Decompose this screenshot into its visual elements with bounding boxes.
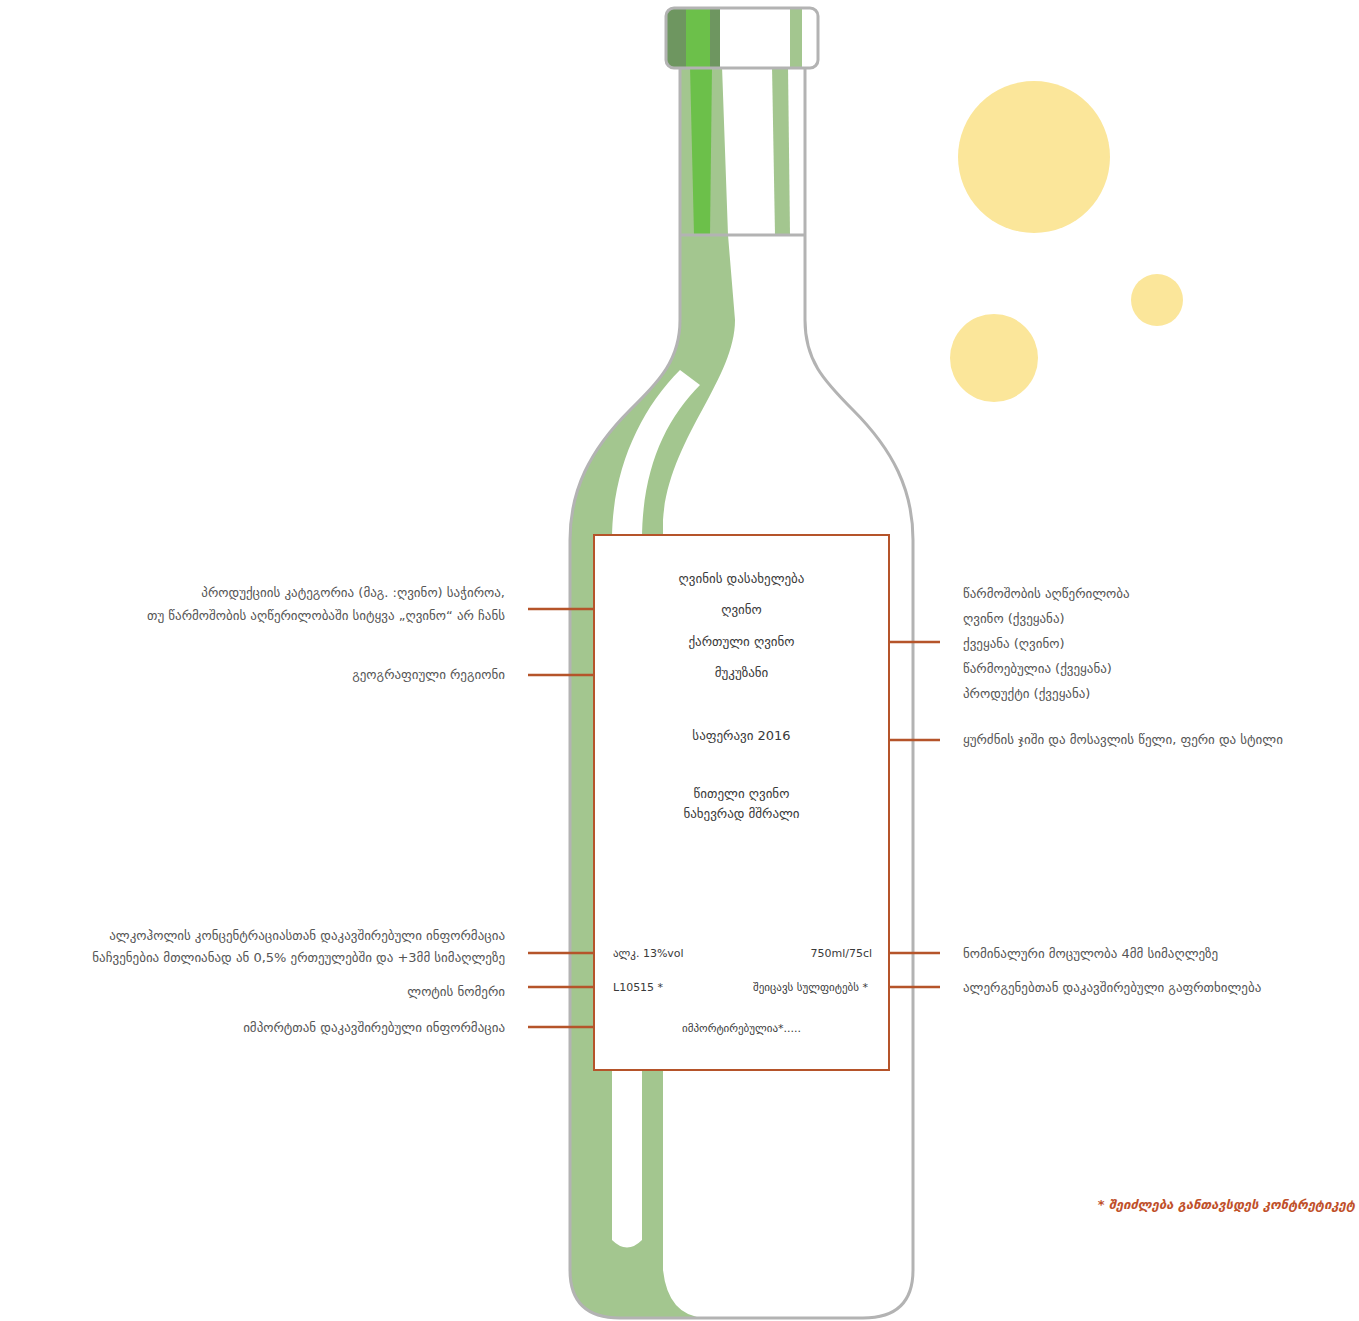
annotation-text: წარმოშობის აღწერილობა xyxy=(963,584,1130,604)
annotation-text: ალკოჰოლის კონცენტრაციასთან დაკავშირებული… xyxy=(109,926,505,946)
label-text: ღვინო xyxy=(595,600,888,620)
annotation-text: ქვეყანა (ღვინო) xyxy=(963,634,1065,654)
label-text: წითელი ღვინო ნახევრად მშრალი xyxy=(662,784,822,824)
cap-highlight xyxy=(686,8,710,68)
annotation-text: პროდუქტი (ქვეყანა) xyxy=(963,684,1090,704)
label-text: მუკუზანი xyxy=(595,663,888,683)
label-text: 750ml/75cl xyxy=(810,944,872,964)
annotation-text: ნომინალური მოცულობა 4მმ სიმაღლეზე xyxy=(963,944,1218,964)
wine-label: ღვინის დასახელება ღვინო ქართული ღვინო მუკუზ… xyxy=(593,534,890,1071)
label-text: ღვინის დასახელება xyxy=(595,569,888,589)
label-text: საფერავი 2016 xyxy=(692,726,792,746)
bubble xyxy=(958,81,1110,233)
footnote: * შეიძლება განთავსდეს კონტრეტიკეტ xyxy=(1098,1195,1355,1215)
annotation-text: წარმოებულია (ქვეყანა) xyxy=(963,659,1112,679)
annotation-text: ყურძნის ჯიში და მოსავლის წელი, ფერი და ს… xyxy=(963,730,1283,750)
annotation-text: ღვინო (ქვეყანა) xyxy=(963,609,1065,629)
cap xyxy=(666,8,818,68)
neck-highlight xyxy=(690,66,712,235)
label-text: L10515 * xyxy=(613,978,663,998)
annotation-text: ლოტის ნომერი xyxy=(407,982,505,1002)
neck-band xyxy=(680,234,805,237)
cap-stripe xyxy=(790,8,802,68)
bottle-glass xyxy=(570,66,913,1318)
neck-stripe xyxy=(772,66,790,235)
label-text: იმპორტირებულია*..... xyxy=(595,1019,888,1039)
annotation-text: ნაჩვენებია მთლიანად ან 0,5% ერთეულებში დ… xyxy=(92,948,505,968)
annotation-text: იმპორტთან დაკავშირებული ინფორმაცია xyxy=(243,1018,505,1038)
label-text: შეიცავს სულფიტებს * xyxy=(753,978,868,998)
label-text: ქართული ღვინო xyxy=(595,632,888,652)
bottle-outline xyxy=(570,66,913,1318)
bubble xyxy=(950,314,1038,402)
annotation-text: გეოგრაფიული რეგიონი xyxy=(352,665,505,685)
cap-shade xyxy=(666,8,720,68)
cap-outline xyxy=(666,8,818,68)
label-text: ალკ. 13%vol xyxy=(613,944,684,964)
annotation-text: თუ წარმოშობის აღწერილობაში სიტყვა „ღვინო… xyxy=(147,606,505,626)
annotation-text: პროდუქციის კატეგორია (მაგ. :ღვინო) საჭირ… xyxy=(201,583,505,603)
bubble xyxy=(1131,274,1183,326)
annotation-text: ალერგენებთან დაკავშირებული გაფრთხილება xyxy=(963,978,1261,998)
